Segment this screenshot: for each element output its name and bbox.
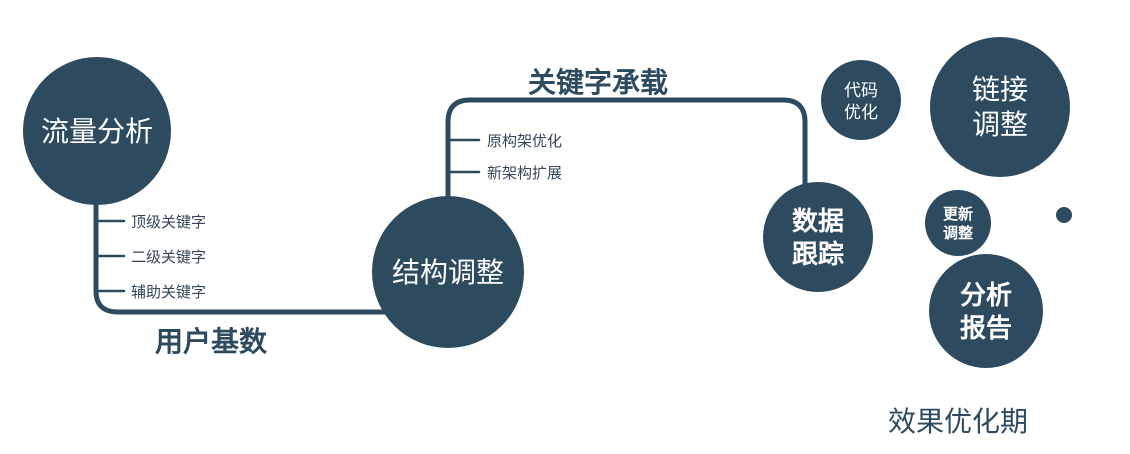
caption-effect-optimization: 效果优化期	[888, 405, 1028, 438]
branch-label-second-keywords: 二级关键字	[131, 248, 206, 266]
node-update-adjust: 更新 调整	[925, 190, 991, 256]
analysis-report-label-line1: 分析	[960, 281, 1012, 311]
analysis-report-circle	[929, 254, 1043, 368]
node-data-tracking: 数据 跟踪	[763, 182, 873, 292]
accent-dot	[1056, 207, 1072, 223]
node-code-optimization: 代码 优化	[821, 60, 901, 140]
analysis-report-label-line2: 报告	[960, 313, 1012, 344]
update-adjust-label-line2: 调整	[943, 224, 973, 242]
structure-branch-list: 原构架优化 新架构扩展	[449, 132, 562, 182]
link-adjust-label-line2: 调整	[972, 108, 1028, 141]
edge-label-keyword-load: 关键字承载	[528, 66, 668, 99]
branch-label-frame-expand: 新架构扩展	[487, 164, 562, 182]
node-link-adjust: 链接 调整	[930, 37, 1070, 177]
structure-adjust-label: 结构调整	[392, 256, 504, 289]
node-structure-adjust: 结构调整	[372, 196, 524, 348]
branch-label-frame-optimize: 原构架优化	[487, 132, 562, 150]
traffic-analysis-label: 流量分析	[41, 115, 153, 148]
structure-adjust-circle	[372, 196, 524, 348]
connector-structure-to-tracking	[445, 97, 808, 208]
branch-label-top-keywords: 顶级关键字	[131, 213, 206, 231]
node-traffic-analysis: 流量分析	[23, 57, 171, 205]
link-adjust-label-line1: 链接	[972, 73, 1028, 106]
update-adjust-label-line1: 更新	[943, 205, 973, 223]
branch-label-aux-keywords: 辅助关键字	[131, 283, 206, 301]
code-optimization-label-line2: 优化	[844, 103, 878, 123]
data-tracking-label-line2: 跟踪	[792, 239, 844, 270]
edge-label-user-base: 用户基数	[155, 325, 268, 358]
traffic-branch-list: 顶级关键字 二级关键字 辅助关键字	[94, 213, 206, 301]
node-analysis-report: 分析 报告	[929, 254, 1043, 368]
data-tracking-label-line1: 数据	[792, 207, 844, 237]
traffic-analysis-circle	[23, 57, 171, 205]
code-optimization-label-line1: 代码	[844, 81, 878, 101]
update-adjust-circle	[925, 190, 991, 256]
link-adjust-circle	[930, 37, 1070, 177]
data-tracking-circle	[763, 182, 873, 292]
code-optimization-circle	[821, 60, 901, 140]
